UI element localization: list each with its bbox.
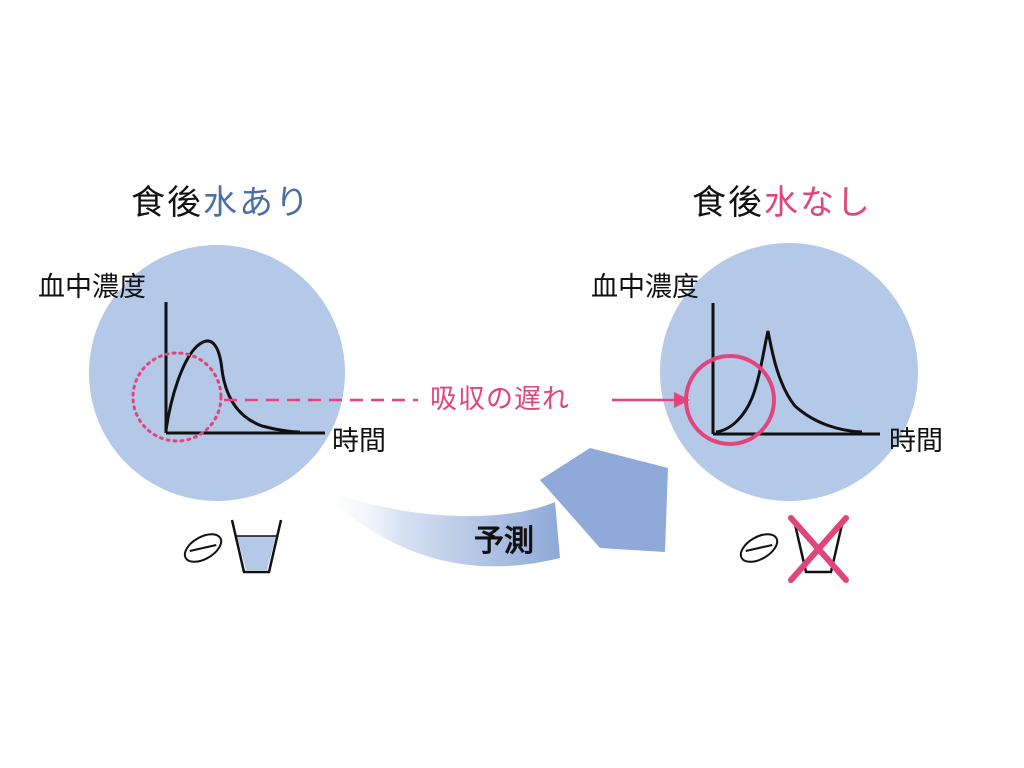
left-x-axis-label: 時間 — [332, 426, 386, 457]
right-graph-axes — [711, 303, 880, 436]
left-concentration-curve — [164, 339, 301, 434]
right-highlight-circle — [684, 354, 776, 446]
right-x-axis-label: 時間 — [889, 426, 943, 457]
right-y-axis-label: 血中濃度 — [591, 272, 699, 303]
right-concentration-curve — [715, 330, 863, 434]
prediction-arrow-head — [540, 448, 668, 552]
cross-mark-icon — [788, 515, 849, 583]
right-title-accent: 水なし — [764, 183, 872, 223]
prediction-label: 予測 — [474, 524, 534, 559]
pill-icon-right — [739, 533, 779, 563]
right-background-circle — [660, 243, 918, 501]
prediction-arrow — [318, 487, 560, 567]
right-title-prefix: 食後 — [692, 183, 764, 223]
left-highlight-dotted-circle — [131, 351, 223, 443]
empty-glass-icon — [792, 519, 845, 574]
left-title-prefix: 食後 — [131, 183, 203, 223]
left-background-circle — [89, 245, 345, 501]
water-glass-icon — [230, 519, 283, 574]
right-panel-title: 食後水なし — [692, 186, 872, 220]
pill-icon — [183, 533, 223, 563]
delay-connector-arrowhead — [674, 392, 690, 408]
left-y-axis-label: 血中濃度 — [38, 272, 146, 303]
left-panel-title: 食後水あり — [131, 186, 311, 220]
absorption-delay-label: 吸収の遅れ — [430, 384, 570, 415]
left-title-accent: 水あり — [203, 183, 311, 223]
